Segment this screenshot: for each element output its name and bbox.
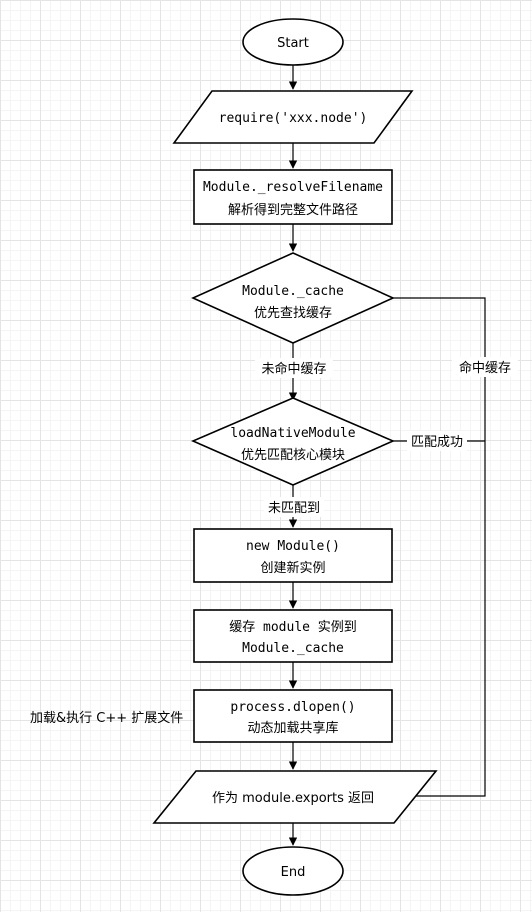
start-label: Start	[277, 36, 309, 51]
node-start: Start	[242, 18, 344, 66]
require-label: require('xxx.node')	[219, 111, 368, 126]
node-new-module: new Module() 创建新实例	[193, 528, 393, 583]
resolve-label-2: 解析得到完整文件路径	[228, 202, 358, 218]
native-label-1: loadNativeModule	[230, 426, 355, 441]
dlopen-annotation: 加载&执行 C++ 扩展文件	[30, 711, 183, 726]
store-cache-label-2: Module._cache	[242, 641, 344, 656]
exports-label: 作为 module.exports 返回	[212, 791, 374, 806]
cache-label-1: Module._cache	[242, 284, 344, 299]
end-label: End	[281, 865, 306, 880]
edge-label-native-match: 匹配成功	[411, 435, 463, 450]
node-cache-decision: Module._cache 优先查找缓存	[191, 252, 395, 344]
dlopen-label-1: process.dlopen()	[230, 700, 355, 715]
resolve-label-1: Module._resolveFilename	[203, 180, 383, 195]
dlopen-label-2: 动态加载共享库	[247, 720, 338, 736]
node-resolve-filename: Module._resolveFilename 解析得到完整文件路径	[193, 169, 393, 225]
node-end: End	[242, 846, 344, 896]
new-module-label-1: new Module()	[246, 539, 340, 554]
new-module-label-2: 创建新实例	[260, 560, 325, 576]
edge-cache-hit	[393, 297, 486, 801]
edge-label-cache-hit: 命中缓存	[459, 360, 511, 376]
native-label-2: 优先匹配核心模块	[241, 448, 345, 463]
edge-label-native-no-match: 未匹配到	[268, 501, 320, 516]
node-native-decision: loadNativeModule 优先匹配核心模块	[190, 397, 396, 486]
cache-label-2: 优先查找缓存	[254, 306, 332, 321]
store-cache-label-1: 缓存 module 实例到	[229, 620, 357, 635]
node-dlopen: process.dlopen() 动态加载共享库	[193, 689, 393, 743]
edge-label-cache-miss: 未命中缓存	[261, 361, 326, 377]
node-exports: 作为 module.exports 返回	[152, 770, 438, 824]
node-require: require('xxx.node')	[172, 90, 414, 144]
node-store-cache: 缓存 module 实例到 Module._cache	[193, 609, 393, 663]
